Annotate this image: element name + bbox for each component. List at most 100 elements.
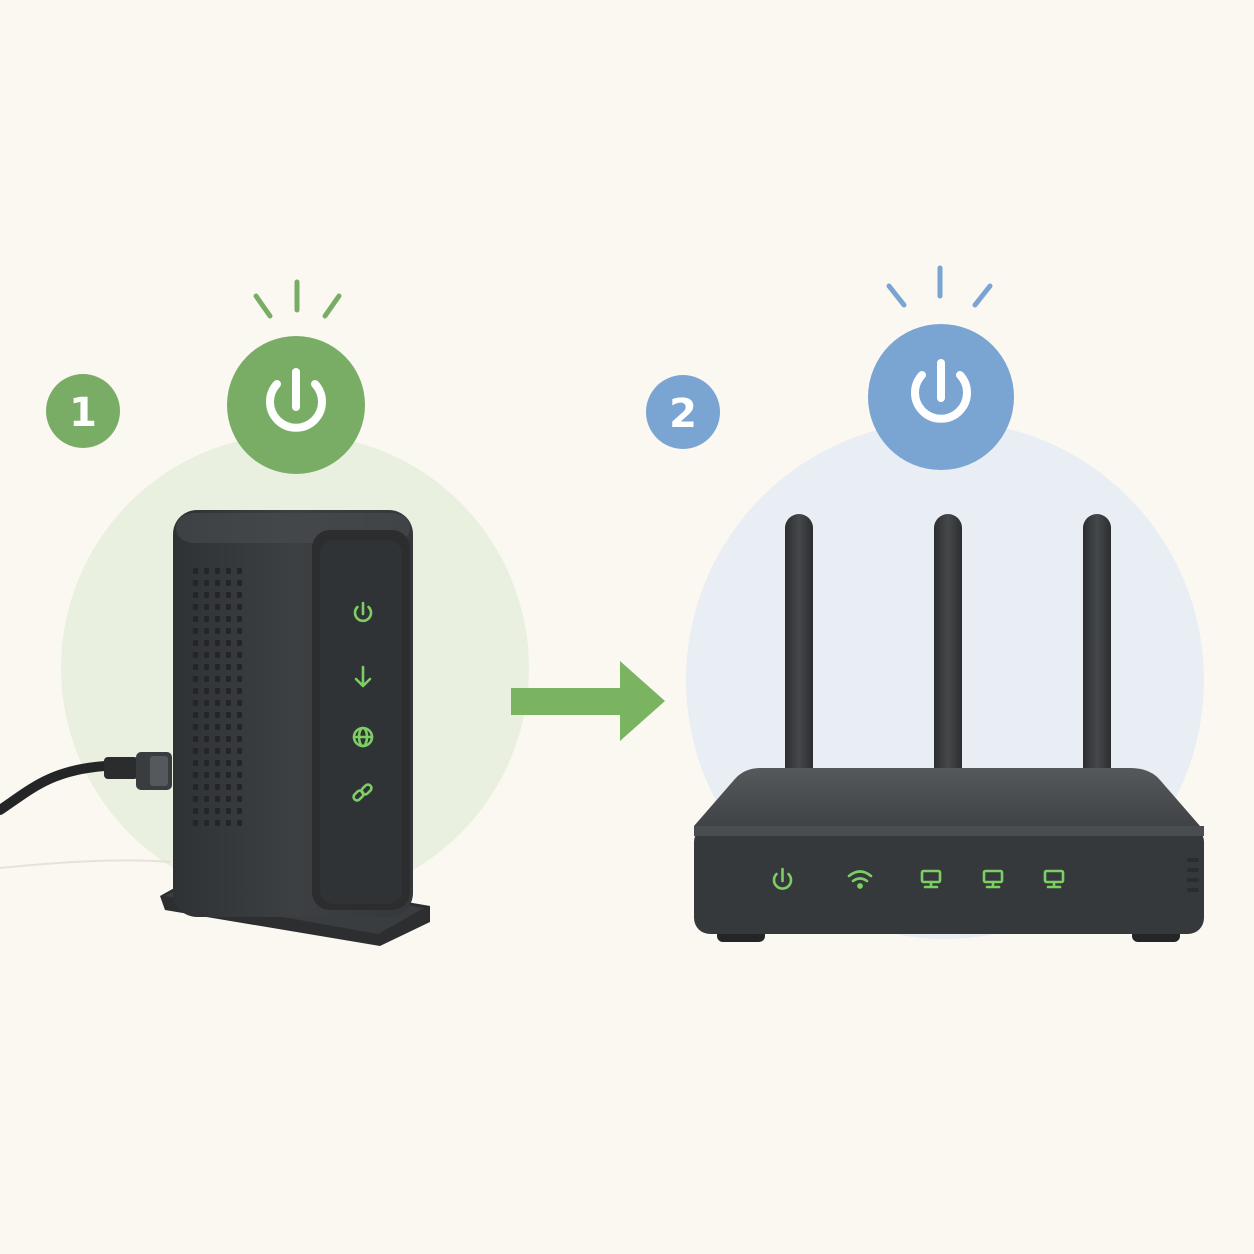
vent-hole	[204, 748, 209, 754]
vent-hole	[237, 616, 242, 622]
vent-hole	[237, 676, 242, 682]
download-arrow-icon	[354, 665, 372, 688]
vent-hole	[204, 700, 209, 706]
vent-hole	[215, 772, 220, 778]
vent-hole	[226, 688, 231, 694]
vent-hole	[215, 748, 220, 754]
vent-hole	[237, 760, 242, 766]
vent-hole	[193, 568, 198, 574]
vent-hole	[237, 628, 242, 634]
vent-hole	[237, 664, 242, 670]
vent-hole	[237, 712, 242, 718]
ethernet-port-icon	[1043, 869, 1065, 889]
vent-hole	[204, 580, 209, 586]
vent-hole	[193, 652, 198, 658]
vent-hole	[237, 808, 242, 814]
vent-hole	[215, 808, 220, 814]
vent-hole	[215, 712, 220, 718]
router-indicators	[772, 867, 1065, 890]
vent-hole	[226, 676, 231, 682]
vent-hole	[226, 712, 231, 718]
vent-hole	[226, 748, 231, 754]
step-1-badge: 1	[46, 374, 120, 448]
globe-icon	[352, 726, 374, 748]
vent-hole	[193, 724, 198, 730]
vent-hole	[193, 820, 198, 826]
vent-hole	[204, 568, 209, 574]
vent-hole	[204, 808, 209, 814]
vent-hole	[226, 664, 231, 670]
vent-hole	[204, 784, 209, 790]
vent-hole	[193, 580, 198, 586]
power-icon	[772, 867, 793, 890]
vent-hole	[226, 640, 231, 646]
vent-hole	[215, 616, 220, 622]
vent-hole	[215, 628, 220, 634]
vent-hole	[226, 808, 231, 814]
vent-hole	[226, 580, 231, 586]
vent-hole	[226, 628, 231, 634]
vent-hole	[215, 580, 220, 586]
vent-hole	[193, 688, 198, 694]
vent-hole	[204, 676, 209, 682]
vent-hole	[204, 820, 209, 826]
right-arrow-icon	[511, 661, 665, 741]
vent-grille	[193, 568, 242, 826]
power-on-icon	[227, 279, 365, 474]
vent-hole	[193, 676, 198, 682]
step-1-number: 1	[69, 390, 97, 436]
vent-hole	[193, 784, 198, 790]
glow-rays	[253, 279, 342, 319]
vent-hole	[226, 652, 231, 658]
vent-hole	[237, 604, 242, 610]
vent-hole	[204, 796, 209, 802]
vent-hole	[237, 652, 242, 658]
vent-hole	[204, 604, 209, 610]
step-2-badge: 2	[646, 375, 720, 449]
vent-hole	[204, 760, 209, 766]
vent-hole	[237, 772, 242, 778]
wifi-router	[694, 768, 1204, 942]
vent-hole	[193, 628, 198, 634]
vent-hole	[204, 712, 209, 718]
vent-hole	[193, 772, 198, 778]
vent-hole	[237, 784, 242, 790]
vent-hole	[193, 664, 198, 670]
antenna	[934, 514, 962, 784]
vent-hole	[226, 616, 231, 622]
antenna	[785, 514, 813, 784]
vent-hole	[215, 568, 220, 574]
vent-hole	[215, 760, 220, 766]
vent-hole	[204, 652, 209, 658]
vent-hole	[193, 592, 198, 598]
vent-hole	[237, 796, 242, 802]
step-1-modem: 1	[0, 279, 529, 946]
vent-hole	[226, 724, 231, 730]
vent-hole	[237, 640, 242, 646]
vent-hole	[204, 616, 209, 622]
vent-hole	[193, 640, 198, 646]
vent-hole	[226, 736, 231, 742]
ethernet-port-icon	[920, 869, 942, 889]
vent-hole	[226, 820, 231, 826]
vent-hole	[204, 664, 209, 670]
glow-rays	[886, 265, 993, 308]
vent-hole	[215, 604, 220, 610]
cable-modem	[173, 510, 413, 917]
vent-hole	[237, 592, 242, 598]
vent-hole	[215, 664, 220, 670]
vent-hole	[237, 748, 242, 754]
vent-hole	[226, 772, 231, 778]
side-vents	[1187, 858, 1199, 892]
vent-hole	[215, 796, 220, 802]
vent-hole	[226, 700, 231, 706]
vent-hole	[215, 724, 220, 730]
vent-hole	[237, 724, 242, 730]
vent-hole	[237, 580, 242, 586]
vent-hole	[204, 772, 209, 778]
vent-hole	[226, 604, 231, 610]
vent-hole	[193, 604, 198, 610]
step-2-number: 2	[669, 391, 697, 437]
vent-hole	[215, 736, 220, 742]
